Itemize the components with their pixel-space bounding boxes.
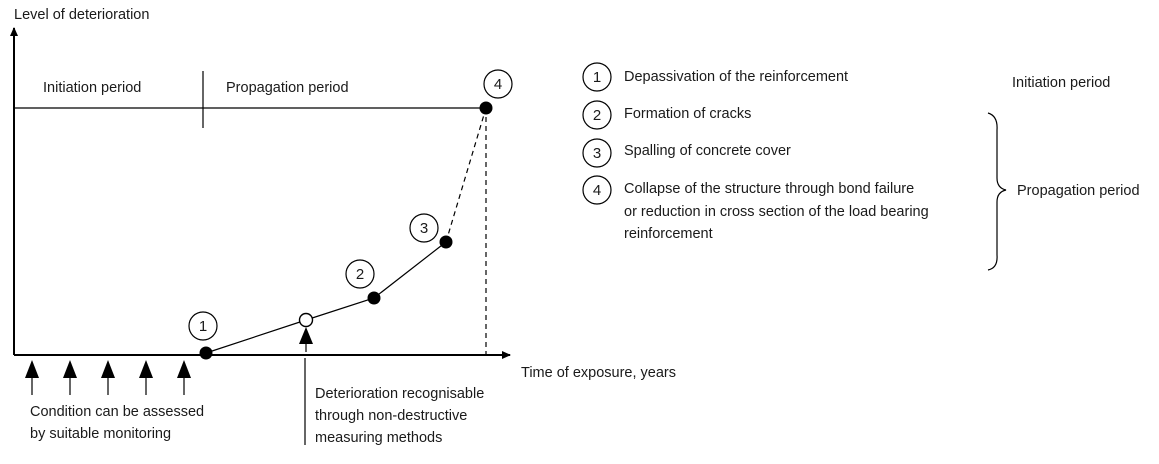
deterioration-curve-dashed: [445, 107, 487, 243]
x-axis-label: Time of exposure, years: [521, 365, 676, 381]
svg-text:3: 3: [593, 145, 601, 162]
svg-text:2: 2: [593, 107, 601, 124]
monitoring-arrow-icon: [101, 360, 115, 395]
point-collapse: [479, 101, 493, 115]
propagation-brace: [987, 112, 1007, 271]
monitoring-text-line-2: by suitable monitoring: [30, 426, 171, 442]
legend-text-4-line-3: reinforcement: [624, 226, 713, 242]
legend: 1 Depassivation of the reinforcement 2 F…: [582, 62, 929, 242]
chart-marker-3: 3: [409, 213, 439, 243]
group-label-propagation: Propagation period: [1017, 183, 1140, 199]
point-spalling: [439, 235, 453, 249]
monitoring-arrows: [25, 360, 191, 395]
ndt-text-line-1: Deterioration recognisable: [315, 386, 484, 402]
svg-text:1: 1: [593, 69, 601, 86]
chart-marker-2: 2: [345, 259, 375, 289]
group-label-initiation: Initiation period: [1012, 75, 1110, 91]
legend-text-4-line-2: or reduction in cross section of the loa…: [624, 204, 929, 220]
legend-text-1: Depassivation of the reinforcement: [624, 69, 848, 85]
legend-text-4-line-1: Collapse of the structure through bond f…: [624, 181, 914, 197]
monitoring-arrow-icon: [25, 360, 39, 395]
svg-text:4: 4: [593, 182, 601, 199]
y-axis-label: Level of deterioration: [14, 7, 149, 23]
svg-text:2: 2: [356, 266, 364, 283]
legend-marker-2: [582, 100, 612, 130]
svg-text:3: 3: [420, 220, 428, 237]
legend-item-4: 4 Collapse of the structure through bond…: [582, 175, 929, 242]
ndt-text-line-2: through non-destructive: [315, 408, 467, 424]
chart-marker-1: 1: [188, 311, 218, 341]
monitoring-arrow-icon: [63, 360, 77, 395]
propagation-period-label: Propagation period: [226, 80, 349, 96]
point-recognisable: [298, 312, 314, 328]
legend-text-3: Spalling of concrete cover: [624, 143, 791, 159]
ndt-text-line-3: measuring methods: [315, 430, 442, 446]
monitoring-arrow-icon: [177, 360, 191, 395]
legend-marker-4: [582, 175, 612, 205]
legend-item-3: 3 Spalling of concrete cover: [582, 138, 791, 168]
chart-marker-4: 4: [483, 69, 513, 99]
svg-text:4: 4: [494, 76, 502, 93]
monitoring-text-line-1: Condition can be assessed: [30, 404, 204, 420]
monitoring-arrow-icon: [139, 360, 153, 395]
legend-marker-1: [582, 62, 612, 92]
point-depassivation: [199, 346, 213, 360]
initiation-period-label: Initiation period: [43, 80, 141, 96]
deterioration-curve: [205, 241, 447, 354]
legend-item-2: 2 Formation of cracks: [582, 100, 751, 130]
legend-text-2: Formation of cracks: [624, 106, 751, 122]
legend-marker-3: [582, 138, 612, 168]
point-cracks: [367, 291, 381, 305]
svg-text:1: 1: [199, 318, 207, 335]
ndt-arrow-icon: [299, 327, 313, 352]
legend-item-1: 1 Depassivation of the reinforcement: [582, 62, 848, 92]
